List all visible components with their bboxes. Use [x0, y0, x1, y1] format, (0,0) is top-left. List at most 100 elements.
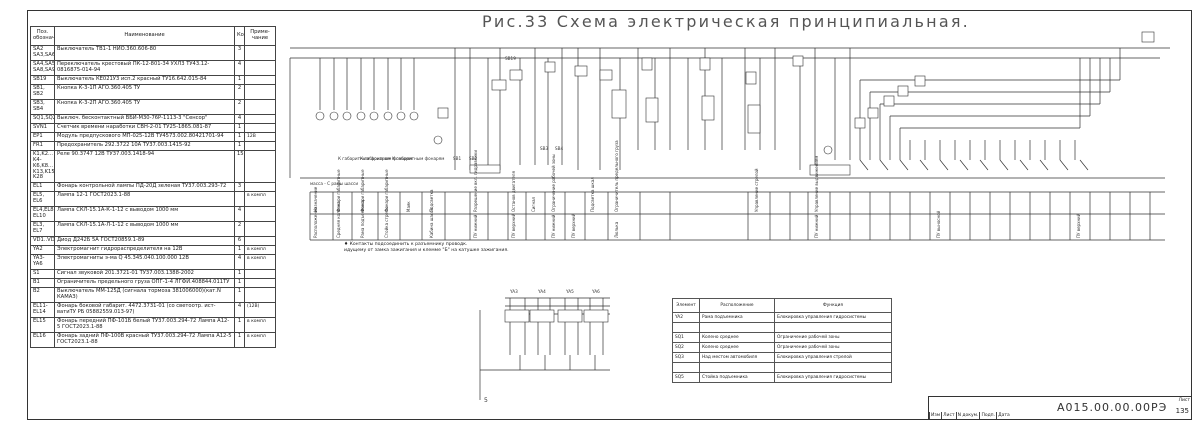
- zone-header-11: Ограничитель предельного груза: [614, 140, 619, 212]
- zone-header-3: Фонари габаритные: [384, 169, 389, 212]
- func-cell-func: Блокировка управления гидросистемы: [774, 312, 892, 323]
- stamp-col-change: Изм: [929, 412, 941, 419]
- stamp-col-doc: N докум.: [955, 412, 979, 419]
- zone-location-4: Кабина шасси: [429, 208, 434, 238]
- wiring-note: ♦ Контакты подсоединить к разъемнику про…: [344, 242, 509, 254]
- zone-headers: Назначение Фонари габаритные Фонари габа…: [313, 140, 819, 212]
- relay-symbols: [437, 31, 1155, 176]
- ya-label-3: YA3: [509, 289, 518, 294]
- zone-location-3: Стойка стрелы: [384, 206, 389, 238]
- func-cell-loc: Стойка подъемника: [699, 372, 775, 383]
- func-cell-loc: [699, 322, 775, 333]
- contact-label-sb1: SB1: [453, 156, 462, 161]
- parts-cell-note: [244, 182, 276, 193]
- func-cell-loc: Колено среднее: [699, 332, 775, 343]
- zone-header-8: Сигнал: [531, 196, 536, 212]
- parts-header-pos: Поз. обознач.: [30, 26, 55, 46]
- func-cell-el: [672, 322, 700, 333]
- zone-location-5: ПУ нижний: [473, 214, 478, 238]
- parts-cell-note: (12В): [244, 301, 276, 318]
- stamp-col-sign: Подп.: [979, 412, 996, 419]
- func-cell-func: [774, 362, 892, 373]
- zone-header-6: Разрешение вкл. гидравлики: [473, 150, 478, 212]
- parts-table-header: Поз. обознач. Наименование Кол. Приме-ча…: [30, 26, 276, 46]
- document-code: А015.00.00.00РЭ: [1057, 401, 1168, 414]
- zone-header-2: Фонари габаритные: [360, 169, 365, 212]
- table-row: [672, 322, 892, 333]
- func-cell-loc: Колено среднее: [699, 342, 775, 353]
- zone-header-7: Останов двигателя: [511, 171, 516, 212]
- wiring-note-line-1: ♦ Контакты подсоединить к разъемнику про…: [344, 242, 468, 247]
- zone-locations: Расположение Средняя колонка Рама подъем…: [313, 200, 1081, 238]
- ya-coil-symbols: [504, 309, 609, 323]
- parts-cell-pos: K1,K2... K4-K6,K8... K13,K15-K28: [30, 149, 55, 184]
- zone-location-10: ПУ нижний: [814, 214, 819, 238]
- sheet-number: 135: [1175, 407, 1189, 415]
- parts-cell-name: Фонарь передний ПФ-101Б белый ТУ37.003.2…: [54, 316, 235, 333]
- func-cell-func: Ограничение рабочей зоны: [774, 342, 892, 353]
- table-row: [672, 362, 892, 373]
- contact-label-sb4: SB4: [555, 146, 564, 151]
- func-cell-loc: Над местом автомобиля: [699, 352, 775, 363]
- parts-table: Поз. обознач. Наименование Кол. Приме-ча…: [30, 26, 276, 348]
- func-header-location: Расположение: [699, 298, 775, 313]
- parts-cell-note: [244, 287, 276, 303]
- contact-label-sb2: SB2: [469, 156, 478, 161]
- zone-location-8: ПУ верхний: [571, 213, 576, 238]
- zone-location-9: Люлька: [614, 221, 619, 238]
- title-block-columns: Изм Лист N докум. Подп. Дата: [929, 412, 1011, 419]
- zone-header-5: Подсветка: [429, 189, 434, 212]
- zone-header-4: Маяк: [406, 201, 411, 212]
- parts-cell-note: в компл: [244, 331, 276, 348]
- stamp-col-date: Дата: [996, 412, 1010, 419]
- schematic-labels: К габаритным фонарям К габаритным фонаря…: [310, 56, 600, 404]
- ya-label-6: YA6: [591, 289, 600, 294]
- parts-cell-note: в компл: [244, 245, 276, 256]
- parts-cell-note: [244, 140, 276, 151]
- ground-bus-label: 5: [484, 397, 488, 404]
- func-cell-func: Блокировка управления гидросистемы: [774, 372, 892, 383]
- func-cell-func: Ограничение рабочей зоны: [774, 332, 892, 343]
- parts-cell-pos: EL16: [30, 331, 55, 348]
- func-cell-func: [774, 322, 892, 333]
- label-to-marker-lamps-3: К габаритным фонарям: [392, 156, 444, 161]
- func-cell-loc: [699, 362, 775, 373]
- parts-cell-note: [244, 74, 276, 85]
- contact-label-sb19: SB19: [505, 56, 516, 61]
- func-cell-el: SQ5: [672, 372, 700, 383]
- func-header-element: Элемент: [672, 298, 700, 313]
- label-to-marker-lamps-2: К габаритным фонарям: [360, 156, 412, 161]
- parts-cell-name: Лампа СКЛ-15.1А-К-1-12 с выводом 1000 мм: [54, 206, 235, 223]
- contact-label-sb3: SB3: [540, 146, 549, 151]
- func-cell-func: Блокировка управления стрелой: [774, 352, 892, 363]
- func-cell-el: SQ1: [672, 332, 700, 343]
- zone-header-10: Подсветка шкал: [590, 177, 595, 212]
- zone-location-1: Средняя колонка: [336, 201, 341, 238]
- table-row: VD1..VD6Диод Д242Б 5А ГОСТ20859.1-896: [30, 236, 276, 247]
- title-block: Изм Лист N докум. Подп. Дата А015.00.00.…: [928, 396, 1192, 420]
- zone-header-9: Ограничение рабочей зоны: [551, 154, 556, 212]
- drawing-title: Рис.33 Схема электрическая принципиальна…: [482, 12, 970, 31]
- parts-cell-name: Выключатель КЕ021У3 исп.2 красный ТУ16.6…: [54, 74, 235, 85]
- zone-location-7: ПУ нижний: [551, 214, 556, 238]
- schematic-wiring: [289, 47, 1170, 400]
- parts-header-name: Наименование: [54, 26, 235, 46]
- parts-cell-name: Фонарь задний ПФ-100В красный ТУ37.003.2…: [54, 331, 235, 348]
- ground-note: масса - С рамы шасси: [310, 181, 358, 186]
- drawing-frame: [27, 10, 1192, 420]
- func-cell-loc: Рама подъемника: [699, 312, 775, 323]
